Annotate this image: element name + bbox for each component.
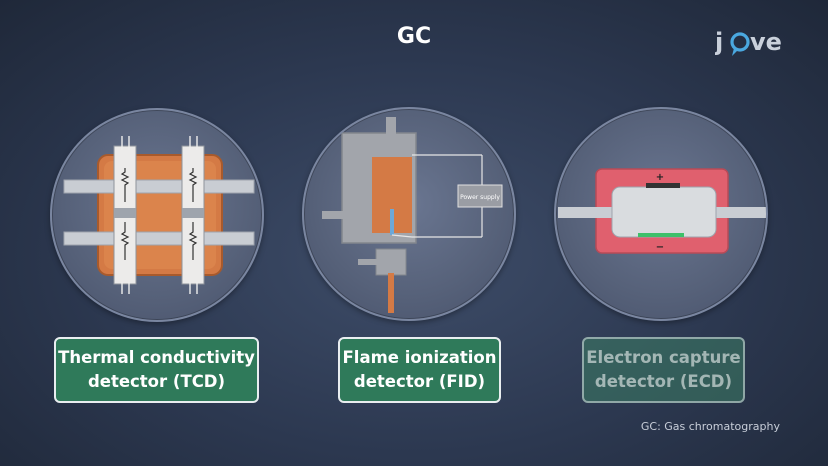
footnote: GC: Gas chromatography xyxy=(640,420,780,433)
power-supply-label: Power supply xyxy=(460,194,500,201)
tcd-diagram xyxy=(50,108,264,322)
svg-text:ve: ve xyxy=(750,28,782,56)
ecd-plus-sign: + xyxy=(656,172,664,183)
fid-diagram: Power supply xyxy=(302,107,516,321)
svg-text:j: j xyxy=(715,28,723,56)
jove-logo: j ve xyxy=(715,28,782,56)
fid-label: Flame ionization detector (FID) xyxy=(338,337,501,403)
ecd-diagram: + − xyxy=(554,107,768,321)
ecd-minus-sign: − xyxy=(656,242,664,253)
tcd-label: Thermal conductivity detector (TCD) xyxy=(54,337,259,403)
page-title: GC xyxy=(396,24,432,49)
ecd-label: Electron capture detector (ECD) xyxy=(582,337,745,403)
